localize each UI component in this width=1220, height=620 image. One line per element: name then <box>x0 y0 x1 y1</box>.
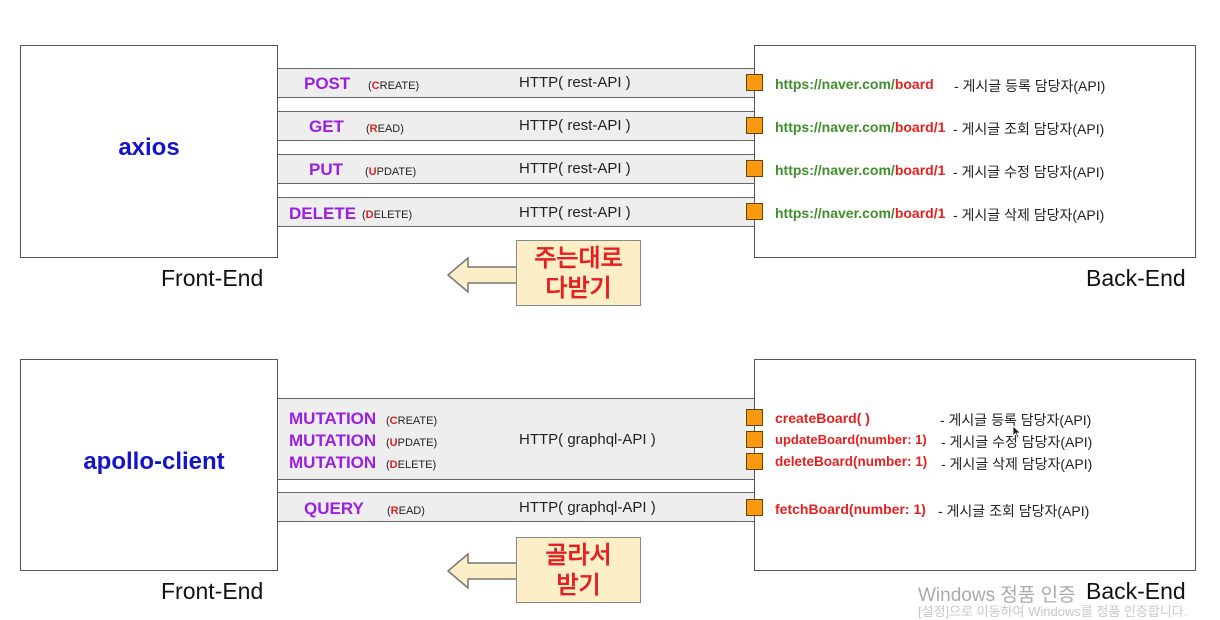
method-sub-delete-mutation: (DELETE) <box>386 459 437 471</box>
http-label-get: HTTP( rest-API ) <box>519 117 631 134</box>
endpoint-url-delete: https://naver.com/board/1 <box>775 205 946 221</box>
left-arrow-icon <box>446 552 519 590</box>
endpoint-marker-post <box>746 74 763 91</box>
endpoint-desc-get: - 게시글 조회 담당자(API) <box>953 121 1105 137</box>
method-sub-read: (READ) <box>366 123 404 135</box>
endpoint-marker-create <box>746 409 763 426</box>
callout-line-2: 다받기 <box>545 275 612 302</box>
left-arrow-icon <box>446 256 519 294</box>
resolver-fetch-board: fetchBoard(number: 1) <box>775 501 926 517</box>
http-label-post: HTTP( rest-API ) <box>519 74 631 91</box>
http-label-query: HTTP( graphql-API ) <box>519 499 656 516</box>
endpoint-url-post: https://naver.com/board <box>775 76 934 92</box>
resolver-desc-fetch: - 게시글 조회 담당자(API) <box>938 503 1090 519</box>
http-band-get <box>278 111 754 141</box>
resolver-desc-delete: - 게시글 삭제 담당자(API) <box>941 456 1093 472</box>
method-get: GET <box>309 117 344 136</box>
frontend-box-apollo <box>20 359 278 571</box>
method-mutation-create: MUTATION <box>289 409 377 428</box>
method-sub-update-mutation: (UPDATE) <box>386 437 438 449</box>
frontend-box-axios <box>20 45 278 258</box>
method-sub-update: (UPDATE) <box>365 166 417 178</box>
method-sub-create: (CREATE) <box>368 80 420 92</box>
back-end-caption-bottom: Back-End <box>1086 578 1186 604</box>
backend-box-top <box>754 45 1196 258</box>
endpoint-marker-put <box>746 160 763 177</box>
http-band-put <box>278 154 754 184</box>
resolver-desc-update: - 게시글 수정 담당자(API) <box>941 434 1093 450</box>
http-band-post <box>278 68 754 98</box>
callout-line-1: 주는대로 <box>534 245 623 272</box>
method-query: QUERY <box>304 499 364 518</box>
endpoint-marker-update <box>746 431 763 448</box>
mouse-cursor-icon <box>1012 425 1022 439</box>
method-delete: DELETE <box>289 204 357 223</box>
resolver-update-board: updateBoard(number: 1) <box>775 432 927 447</box>
axios-title: axios <box>118 134 180 161</box>
endpoint-desc-put: - 게시글 수정 담당자(API) <box>953 164 1105 180</box>
method-sub-create-mutation: (CREATE) <box>386 415 438 427</box>
method-sub-read-query: (READ) <box>387 505 425 517</box>
http-label-mutations: HTTP( graphql-API ) <box>519 431 656 448</box>
http-band-mutations <box>278 398 754 480</box>
resolver-delete-board: deleteBoard(number: 1) <box>775 454 928 469</box>
back-end-caption-top: Back-End <box>1086 265 1186 291</box>
callout-line-1: 골라서 <box>545 542 612 569</box>
http-label-put: HTTP( rest-API ) <box>519 160 631 177</box>
http-label-delete: HTTP( rest-API ) <box>519 204 631 221</box>
endpoint-url-put: https://naver.com/board/1 <box>775 162 946 178</box>
resolver-create-board: createBoard( ) <box>775 410 870 426</box>
endpoint-desc-delete: - 게시글 삭제 담당자(API) <box>953 207 1105 223</box>
endpoint-url-get: https://naver.com/board/1 <box>775 119 946 135</box>
endpoint-marker-delete-mutation <box>746 453 763 470</box>
apollo-client-title: apollo-client <box>83 448 225 475</box>
callout-take-all: 주는대로 다받기 <box>516 240 641 306</box>
callout-pick-and-take: 골라서 받기 <box>516 537 641 603</box>
front-end-caption-top: Front-End <box>161 265 264 291</box>
windows-activation-watermark: Windows 정품 인증 <box>918 585 1076 606</box>
endpoint-marker-delete <box>746 203 763 220</box>
resolver-desc-create: - 게시글 등록 담당자(API) <box>940 412 1092 428</box>
http-band-query <box>278 492 754 522</box>
http-band-delete <box>278 197 754 227</box>
method-put: PUT <box>309 160 343 179</box>
front-end-caption-bottom: Front-End <box>161 578 264 604</box>
method-sub-delete: (DELETE) <box>362 209 413 221</box>
callout-line-2: 받기 <box>556 572 601 599</box>
method-post: POST <box>304 74 351 93</box>
endpoint-desc-post: - 게시글 등록 담당자(API) <box>954 78 1106 94</box>
method-mutation-update: MUTATION <box>289 431 377 450</box>
endpoint-marker-fetch <box>746 499 763 516</box>
endpoint-marker-get <box>746 117 763 134</box>
method-mutation-delete: MUTATION <box>289 453 377 472</box>
